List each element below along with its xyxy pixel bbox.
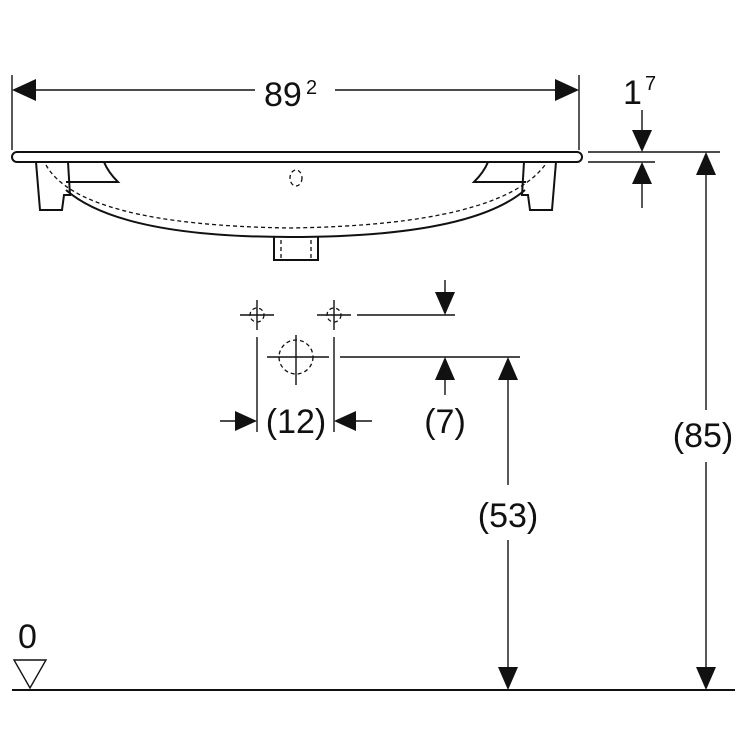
thickness-dimension: 1 7 [588,73,720,208]
outlet-height-value: (53) [478,497,538,535]
tap-spacing-dimension: (12) [220,403,372,441]
width-dimension: 89 2 [11,75,580,150]
floor-level-value: 0 [18,618,37,656]
basin-outline [11,151,583,261]
floor-level: 0 [12,618,735,691]
total-height-dimension: (85) [673,152,733,690]
level-triangle-icon [12,659,48,690]
tap-spacing-value: (12) [266,403,326,441]
thickness-value: 1 [623,74,642,112]
width-value: 89 [264,76,302,114]
tap-holes [240,300,520,432]
tap-offset-value: (7) [424,403,466,441]
tap-offset-dimension: (7) [424,280,466,441]
overflow-icon [289,169,303,187]
outlet-height-dimension: (53) [478,357,538,690]
thickness-sup: 7 [645,73,656,95]
total-height-value: (85) [673,417,733,455]
width-sup: 2 [306,77,317,99]
